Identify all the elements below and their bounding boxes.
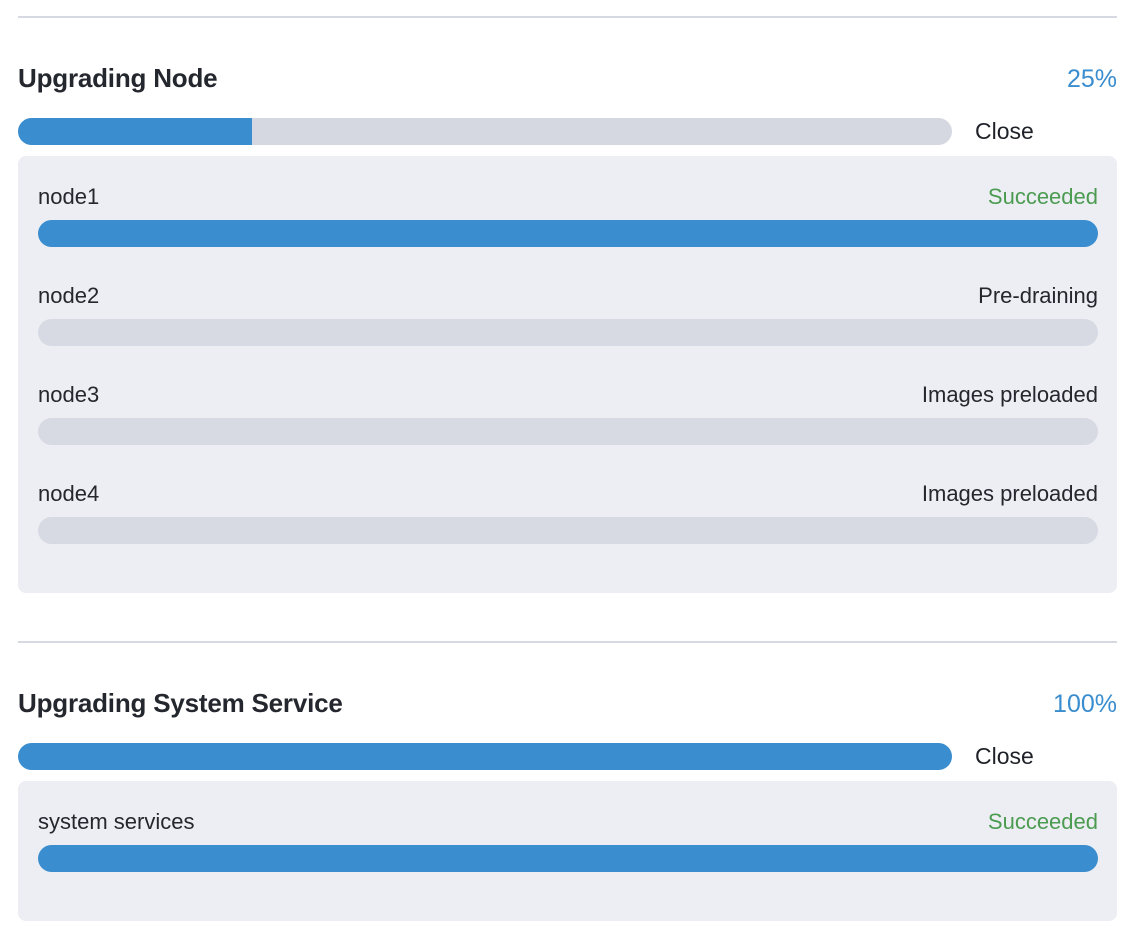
overall-progress-bar — [18, 118, 952, 145]
node-name-label: node2 — [38, 283, 100, 308]
section-divider — [18, 16, 1117, 18]
overall-progress-row: Close — [18, 118, 1117, 145]
upgrade-node-section: Upgrading Node 25% Close node1 Succeeded — [18, 16, 1117, 593]
node-name-label: node1 — [38, 184, 100, 209]
node-progress-bar — [38, 418, 1098, 445]
node-progress-fill — [38, 220, 1098, 247]
overall-progress-bar — [18, 743, 952, 770]
node-status-label: Images preloaded — [921, 481, 1098, 506]
service-name-label: system services — [38, 809, 195, 834]
node-status-label: Images preloaded — [921, 382, 1098, 407]
overall-progress-fill — [18, 743, 952, 770]
node-status-label: Pre-draining — [978, 283, 1098, 308]
node-progress-bar — [38, 319, 1098, 346]
node-status-row: node1 Succeeded — [38, 184, 1098, 247]
node-status-panel: node1 Succeeded node2 Pre-draining n — [18, 156, 1117, 593]
node-name-label: node3 — [38, 382, 100, 407]
close-button[interactable]: Close — [975, 118, 1034, 144]
service-progress-fill — [38, 845, 1098, 872]
overall-progress-fill — [18, 118, 252, 145]
node-name-label: node4 — [38, 481, 100, 506]
section-divider — [18, 641, 1117, 643]
node-status-row: node4 Images preloaded — [38, 481, 1098, 544]
section-header: Upgrading System Service 100% — [18, 686, 1117, 721]
node-progress-bar — [38, 517, 1098, 544]
progress-percent: 25% — [1066, 65, 1117, 93]
progress-percent: 100% — [1053, 690, 1117, 718]
service-progress-bar — [38, 845, 1098, 872]
overall-progress-row: Close — [18, 743, 1117, 770]
node-status-row: node3 Images preloaded — [38, 382, 1098, 445]
upgrade-dashboard: Upgrading Node 25% Close node1 Succeeded — [18, 16, 1117, 921]
section-title: Upgrading System Service — [18, 688, 343, 718]
section-header: Upgrading Node 25% — [18, 61, 1117, 96]
close-button[interactable]: Close — [975, 743, 1034, 769]
node-progress-bar — [38, 220, 1098, 247]
service-status-panel: system services Succeeded — [18, 781, 1117, 921]
node-status-label: Succeeded — [987, 184, 1098, 209]
service-status-row: system services Succeeded — [38, 809, 1098, 872]
section-title: Upgrading Node — [18, 63, 218, 93]
upgrade-system-service-section: Upgrading System Service 100% Close syst… — [18, 641, 1117, 921]
service-status-label: Succeeded — [987, 809, 1098, 834]
node-status-row: node2 Pre-draining — [38, 283, 1098, 346]
